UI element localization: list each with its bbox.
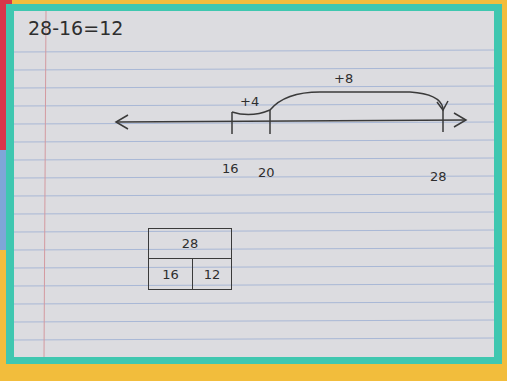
equation: 28-16=12 [28, 18, 123, 39]
hop-label: +4 [240, 95, 259, 109]
bar-value: 12 [204, 267, 221, 282]
bar-value: 28 [182, 236, 199, 251]
teal-frame [6, 4, 502, 364]
lined-paper [14, 11, 494, 357]
bar-model-box: 28 [148, 228, 232, 259]
bar-value: 16 [162, 267, 179, 282]
bar-model-box: 12 [192, 258, 232, 290]
margin-line [44, 11, 46, 357]
tick-number: 16 [222, 162, 239, 176]
tick-number: 28 [430, 170, 447, 184]
number-line [116, 92, 466, 134]
paper-rules [14, 50, 494, 340]
hop-label: +8 [334, 72, 353, 86]
tick-number: 20 [258, 166, 275, 180]
bar-model-box: 16 [148, 258, 193, 290]
